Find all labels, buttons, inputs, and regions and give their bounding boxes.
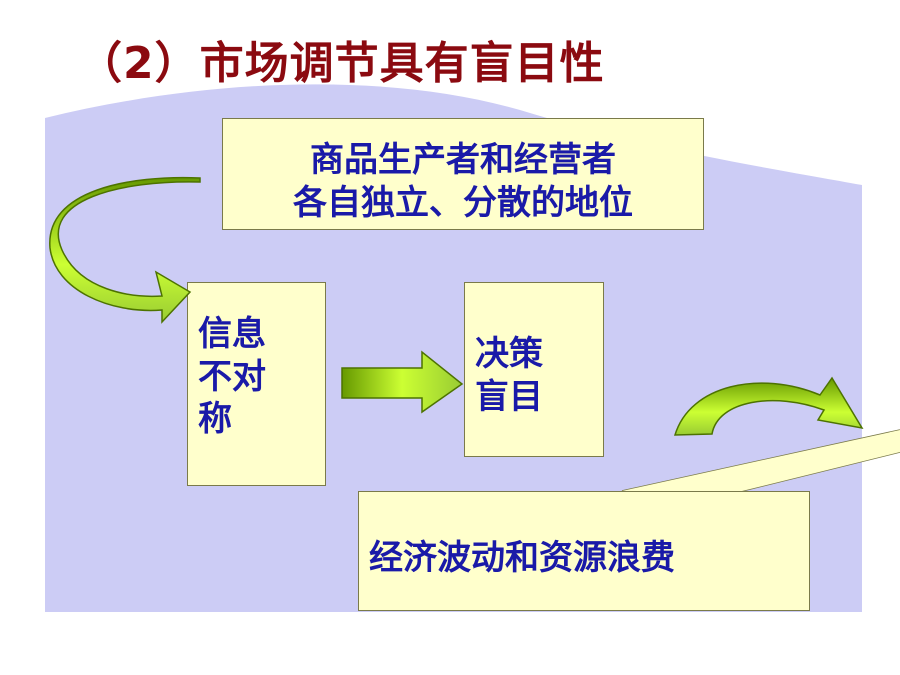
right-arrow-icon bbox=[341, 350, 464, 414]
blind-decision-box: 决策 盲目 bbox=[464, 282, 604, 457]
callout-pointer-fill bbox=[622, 430, 900, 491]
result-callout-box: 经济波动和资源浪费 bbox=[358, 491, 810, 611]
producers-box: 商品生产者和经营者 各自独立、分散的地位 bbox=[222, 118, 704, 230]
result-text: 经济波动和资源浪费 bbox=[369, 538, 675, 578]
info-asymmetry-box: 信息 不对 称 bbox=[187, 282, 326, 486]
producers-line-1: 商品生产者和经营者 bbox=[310, 140, 616, 180]
decision-line-1: 决策 bbox=[475, 334, 543, 374]
page-title: （2）市场调节具有盲目性 bbox=[78, 38, 605, 89]
info-line-3: 称 bbox=[198, 399, 232, 439]
producers-line-2: 各自独立、分散的地位 bbox=[293, 182, 633, 223]
info-line-1: 信息 bbox=[198, 314, 266, 354]
decision-line-2: 盲目 bbox=[475, 376, 543, 417]
curved-arrow-down-icon bbox=[49, 176, 201, 324]
curved-arrow-right-icon bbox=[673, 376, 864, 436]
info-line-2: 不对 bbox=[198, 356, 266, 397]
